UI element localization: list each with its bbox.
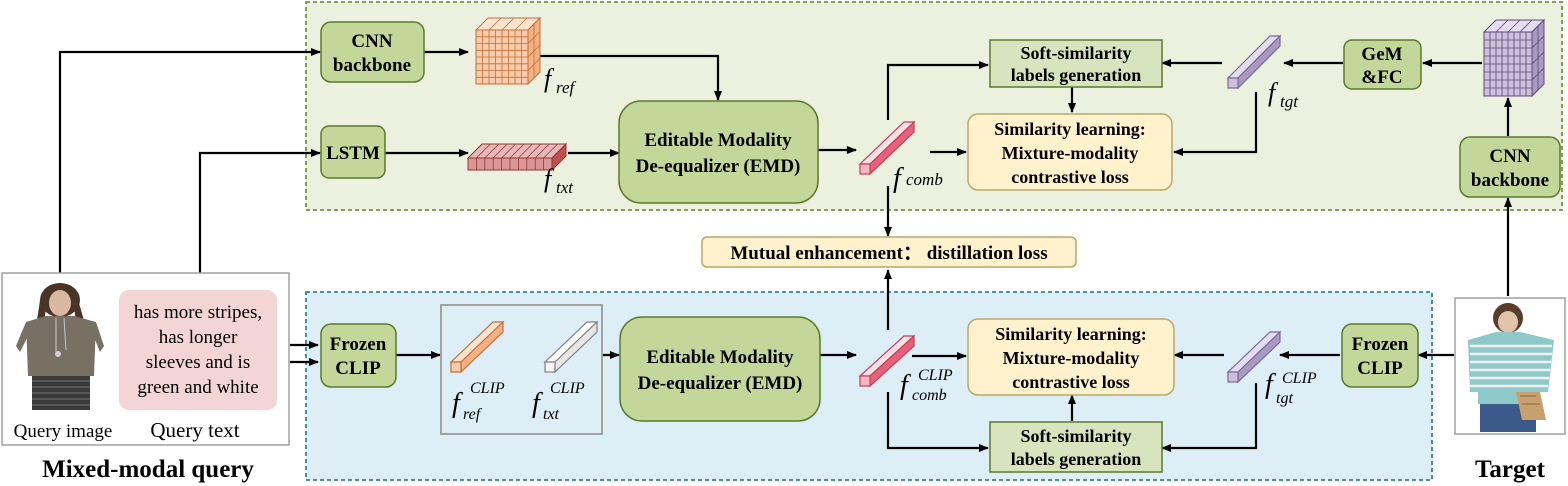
cnn-backbone-right-box: CNN backbone <box>1459 136 1561 198</box>
svg-text:txt: txt <box>556 178 574 197</box>
connector-lines <box>58 48 1512 452</box>
clip-feature-group-frame <box>440 304 603 435</box>
svg-text:labels generation: labels generation <box>1011 65 1142 85</box>
svg-text:Mutual enhancement： distillati: Mutual enhancement： distillation loss <box>730 243 1047 264</box>
soft-labels-top-box: Soft-similarity labels generation <box>989 39 1163 88</box>
frozen-clip-left-box: Frozen CLIP <box>320 323 397 388</box>
svg-text:labels generation: labels generation <box>1011 449 1142 469</box>
svg-text:contrastive loss: contrastive loss <box>1012 372 1129 392</box>
svg-text:contrastive loss: contrastive loss <box>1011 167 1128 187</box>
svg-text:CLIP: CLIP <box>335 358 381 379</box>
f-ref-label: f ref <box>544 64 577 97</box>
svg-text:Mixture-modality: Mixture-modality <box>1003 348 1140 368</box>
query-image-caption: Query image <box>14 421 113 442</box>
svg-text:f: f <box>532 388 543 419</box>
emd-bottom-box: Editable Modality De-equalizer (EMD) <box>619 316 821 422</box>
svg-text:Mixture-modality: Mixture-modality <box>1002 143 1139 163</box>
svg-text:Frozen: Frozen <box>1352 334 1409 355</box>
svg-text:CNN: CNN <box>351 31 392 52</box>
svg-text:De-equalizer (EMD): De-equalizer (EMD) <box>638 373 803 394</box>
f-txt-slab-icon <box>466 142 568 172</box>
svg-text:GeM: GeM <box>1361 44 1402 65</box>
svg-text:has more stripes,: has more stripes, <box>134 302 262 323</box>
f-tgt-bar-icon <box>1226 34 1282 90</box>
f-ref-clip-label: f CLIP ref <box>452 380 505 423</box>
f-comb-label: f comb <box>893 163 943 194</box>
f-txt-clip-label: f CLIP txt <box>532 380 585 423</box>
f-txt-clip-bar-icon <box>543 320 599 374</box>
svg-text:Editable Modality: Editable Modality <box>646 347 794 368</box>
soft-labels-bottom-box: Soft-similarity labels generation <box>989 421 1163 473</box>
svg-text:txt: txt <box>543 406 560 423</box>
svg-text:LSTM: LSTM <box>326 143 380 164</box>
f-tgt-clip-label: f CLIP tgt <box>1265 369 1317 407</box>
f-txt-label: f txt <box>544 164 574 197</box>
svg-text:Similarity learning:: Similarity learning: <box>994 119 1146 139</box>
f-tgt-label: f tgt <box>1268 78 1299 111</box>
svg-text:f: f <box>1265 369 1276 400</box>
f-comb-bar-icon <box>858 120 916 176</box>
svg-text:f: f <box>893 163 904 194</box>
svg-text:comb: comb <box>912 387 947 404</box>
svg-text:&FC: &FC <box>1361 67 1402 88</box>
query-image <box>8 283 112 412</box>
svg-text:CLIP: CLIP <box>918 367 953 384</box>
svg-text:ref: ref <box>463 406 483 423</box>
svg-text:CLIP: CLIP <box>1282 370 1317 387</box>
svg-text:f: f <box>1268 78 1279 107</box>
target-title: Target <box>1475 456 1546 483</box>
svg-text:f: f <box>544 64 555 93</box>
svg-text:comb: comb <box>906 170 943 189</box>
cnn-backbone-left-box: CNN backbone <box>320 21 425 83</box>
f-tgt-clip-bar-icon <box>1226 330 1282 384</box>
sim-learning-bottom-box: Similarity learning: Mixture-modality co… <box>967 318 1175 396</box>
f-ref-cube-icon <box>474 16 542 86</box>
svg-text:tgt: tgt <box>1276 390 1293 407</box>
query-text-box: has more stripes, has longer sleeves and… <box>119 290 277 410</box>
query-text-caption: Query text <box>150 418 239 442</box>
svg-text:green and white: green and white <box>137 377 258 398</box>
f-ref-clip-bar-icon <box>449 320 505 374</box>
svg-text:f: f <box>544 164 555 193</box>
gem-fc-box: GeM &FC <box>1343 39 1422 90</box>
f-comb-clip-label: f CLIP comb <box>900 367 953 404</box>
svg-text:backbone: backbone <box>333 55 411 76</box>
svg-text:Similarity learning:: Similarity learning: <box>995 324 1147 344</box>
f-comb-clip-bar-icon <box>858 334 916 388</box>
svg-text:Editable Modality: Editable Modality <box>644 130 792 151</box>
svg-text:ref: ref <box>556 78 577 97</box>
svg-text:CNN: CNN <box>1489 146 1530 167</box>
sim-learning-top-box: Similarity learning: Mixture-modality co… <box>967 113 1173 191</box>
svg-text:sleeves and is: sleeves and is <box>146 352 250 373</box>
svg-text:has longer: has longer <box>159 327 238 348</box>
svg-text:f: f <box>452 388 463 419</box>
lstm-box: LSTM <box>320 125 386 179</box>
svg-text:De-equalizer (EMD): De-equalizer (EMD) <box>636 156 801 177</box>
svg-text:CLIP: CLIP <box>550 380 585 397</box>
svg-text:Soft-similarity: Soft-similarity <box>1021 426 1132 446</box>
svg-text:CLIP: CLIP <box>1357 358 1403 379</box>
emd-top-box: Editable Modality De-equalizer (EMD) <box>618 100 819 204</box>
svg-text:Soft-similarity: Soft-similarity <box>1021 43 1132 63</box>
svg-text:CLIP: CLIP <box>470 380 505 397</box>
target-image <box>1454 297 1566 435</box>
mixed-modal-query-title: Mixed-modal query <box>42 456 254 483</box>
svg-text:backbone: backbone <box>1471 170 1549 191</box>
mutual-enhancement-box: Mutual enhancement： distillation loss <box>701 236 1077 268</box>
frozen-clip-right-box: Frozen CLIP <box>1341 323 1419 388</box>
svg-text:Frozen: Frozen <box>330 334 387 355</box>
svg-text:f: f <box>900 370 911 401</box>
svg-text:tgt: tgt <box>1280 92 1299 111</box>
f-target-cube-icon <box>1482 18 1546 98</box>
